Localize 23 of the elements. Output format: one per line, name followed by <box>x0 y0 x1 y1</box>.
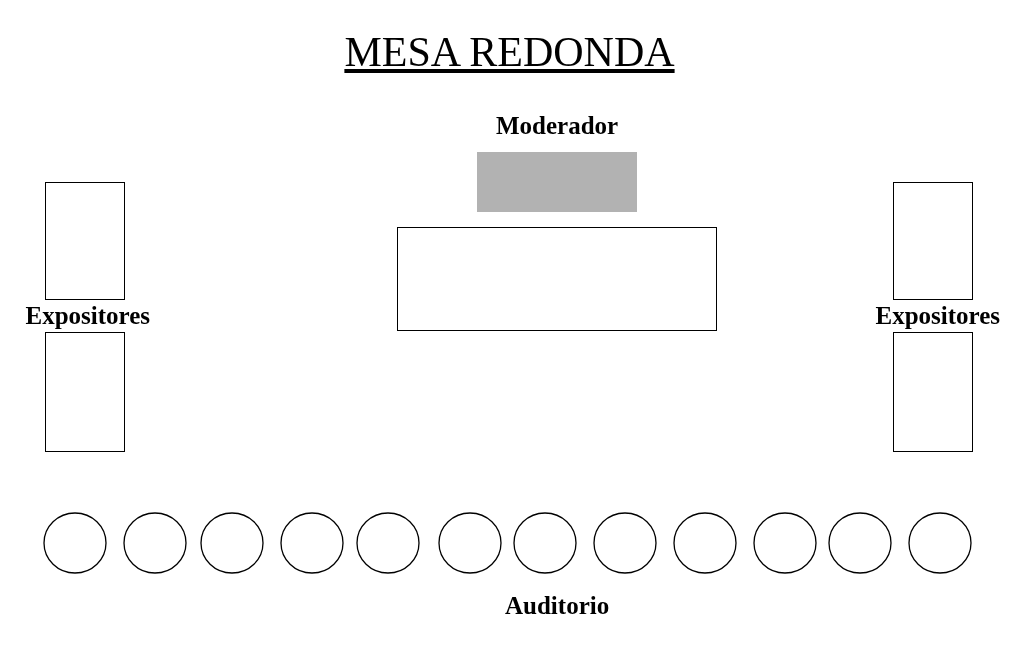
audience-seat <box>43 512 107 574</box>
table <box>397 227 717 331</box>
area-label: Expositores <box>25 302 151 330</box>
diagram-title: MESA REDONDA <box>344 29 675 75</box>
audience-seat <box>280 512 344 574</box>
speaker-seat <box>893 182 973 300</box>
audience-seat <box>356 512 420 574</box>
area-label: Expositores <box>875 302 1001 330</box>
speaker-seat <box>45 332 125 452</box>
area-label: Moderador <box>496 112 619 140</box>
audience-seat <box>123 512 187 574</box>
audience-seat <box>828 512 892 574</box>
area-label: Auditorio <box>505 592 610 620</box>
audience-seat <box>753 512 817 574</box>
audience-seat <box>513 512 577 574</box>
moderator-seat <box>477 152 637 212</box>
audience-seat <box>593 512 657 574</box>
speaker-seat <box>45 182 125 300</box>
speaker-seat <box>893 332 973 452</box>
audience-seat <box>200 512 264 574</box>
audience-seat <box>908 512 972 574</box>
audience-seat <box>438 512 502 574</box>
audience-seat <box>673 512 737 574</box>
